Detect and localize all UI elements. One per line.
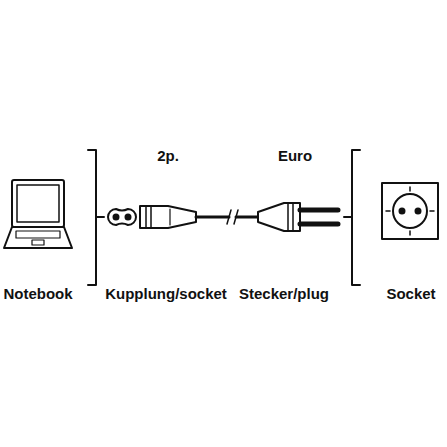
wall-socket [382,183,438,239]
label: Socket [386,285,435,303]
cable-break [227,210,238,224]
label: Euro [278,147,312,165]
cable [196,216,258,219]
label: 2p. [157,147,179,165]
bracket [88,150,104,285]
coupler-connector [140,206,196,228]
notebook-icon [4,180,72,248]
bracket [344,150,360,285]
label: Stecker/plug [239,285,329,303]
euro-plug [258,203,338,231]
label: Kupplung/socket [105,285,227,303]
figure8-icon [108,209,136,225]
label: Notebook [3,285,72,303]
